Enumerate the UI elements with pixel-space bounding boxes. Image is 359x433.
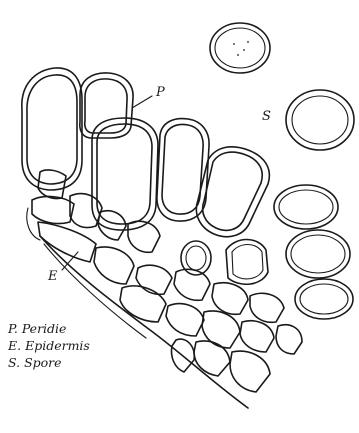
- label-spore: S: [262, 110, 271, 123]
- legend: P. Peridie E. Epidermis S. Spore: [8, 320, 90, 371]
- tissue-cell: [240, 321, 274, 352]
- peridial-cell: [196, 147, 269, 237]
- legend-item-epidermis: E. Epidermis: [8, 337, 90, 354]
- tissue-cell: [94, 247, 134, 284]
- tissue-cell: [194, 341, 230, 376]
- spores: [210, 23, 354, 319]
- tissue-cell: [120, 286, 166, 322]
- peridie-leader: [132, 96, 152, 108]
- tissue-cell: [230, 351, 270, 392]
- label-epidermis: E: [48, 270, 58, 283]
- spore: [295, 279, 353, 319]
- leader-lines: [62, 96, 152, 270]
- tissue-cell: [250, 293, 284, 322]
- peridial-cells: [22, 68, 270, 237]
- spore: [210, 23, 270, 73]
- spore: [274, 185, 338, 229]
- tissue-cell: [276, 325, 302, 354]
- tissue-cell: [202, 311, 240, 348]
- tissue-cell: [32, 197, 74, 224]
- tissue-cell: [212, 283, 248, 315]
- tissue-cell: [136, 265, 172, 294]
- label-peridie: P: [156, 86, 165, 99]
- spore: [286, 230, 350, 278]
- peridial-cell: [22, 68, 82, 190]
- legend-item-spore: S. Spore: [8, 354, 90, 371]
- spore: [286, 90, 354, 150]
- legend-item-peridie: P. Peridie: [8, 320, 90, 337]
- tissue-cell: [166, 304, 204, 336]
